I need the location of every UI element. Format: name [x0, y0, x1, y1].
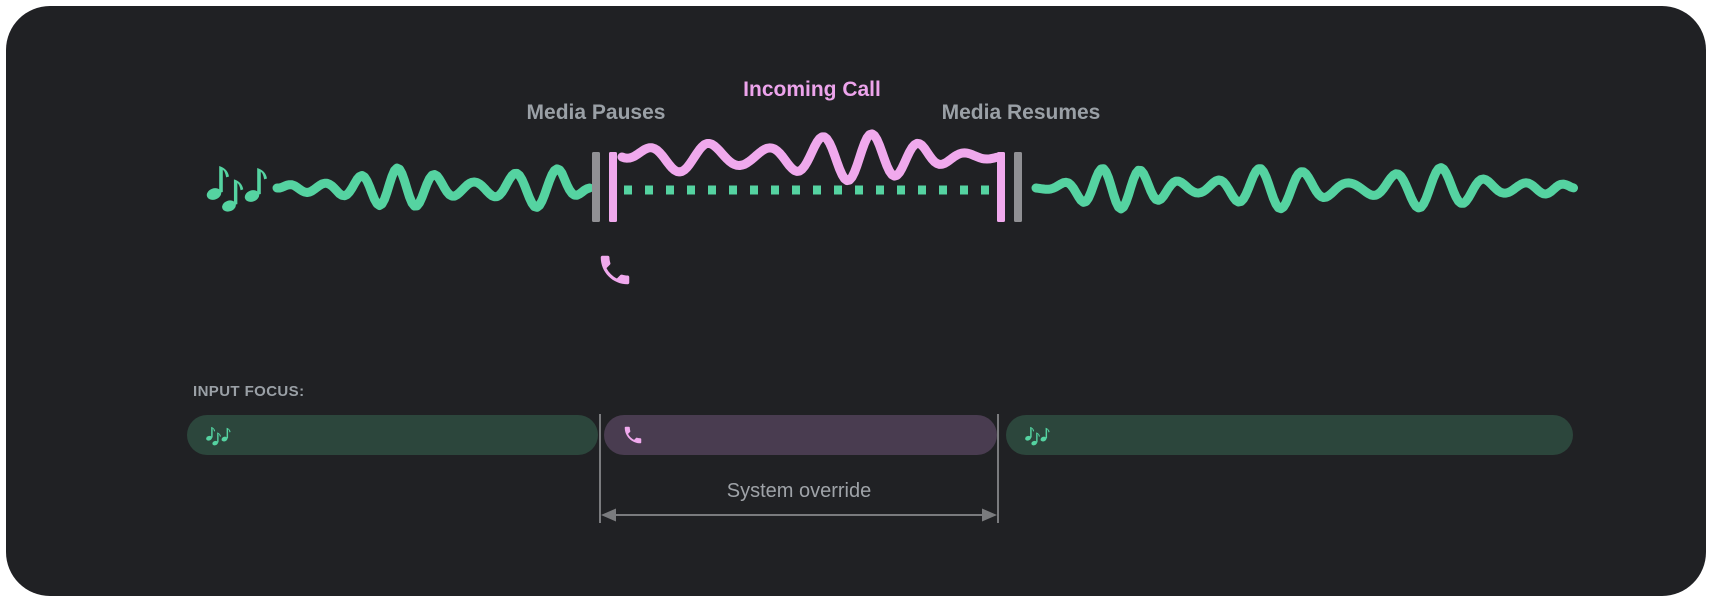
- system-override-annotation: [599, 414, 999, 523]
- focus-bar-media-before: [187, 415, 598, 455]
- call-end-marker: [997, 152, 1005, 222]
- phone-icon: [622, 424, 644, 446]
- media-resume-marker: [1014, 152, 1022, 222]
- system-override-label: System override: [726, 480, 872, 502]
- media-resumes-label: Media Resumes: [941, 101, 1101, 124]
- music-notes-icon: [205, 423, 231, 447]
- arrow-head-left-icon: [601, 508, 616, 522]
- phone-icon: [600, 255, 630, 285]
- diagram-background-panel: [6, 6, 1706, 596]
- input-focus-label: INPUT FOCUS:: [193, 383, 305, 400]
- media-pause-marker: [592, 152, 600, 222]
- media-wave-before: [272, 163, 594, 212]
- arrow-head-right-icon: [982, 508, 997, 522]
- focus-bar-media-after: [1006, 415, 1573, 455]
- media-pauses-label: Media Pauses: [526, 101, 666, 124]
- focus-bar-call: [604, 415, 997, 455]
- media-wave-after: [1031, 163, 1578, 214]
- music-notes-icon: [205, 166, 267, 213]
- incoming-call-wave: [617, 129, 1002, 186]
- music-notes-icon: [1024, 423, 1050, 447]
- call-start-marker: [609, 152, 617, 222]
- incoming-call-label: Incoming Call: [743, 78, 881, 101]
